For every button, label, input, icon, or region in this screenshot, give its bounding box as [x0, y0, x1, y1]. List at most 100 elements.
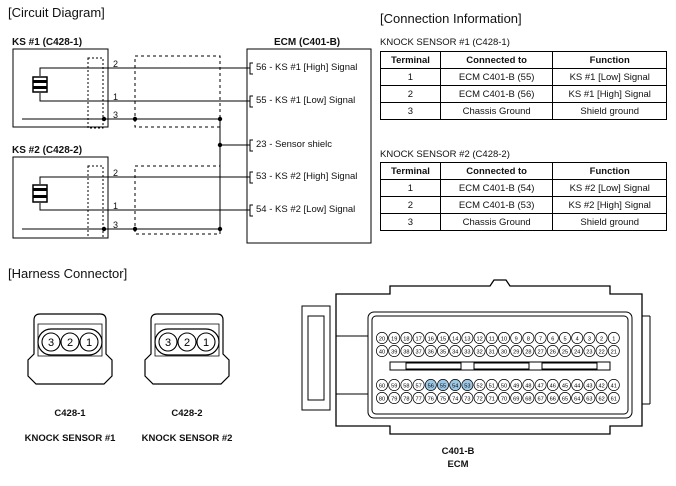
ks2-sensor-element: [32, 184, 48, 203]
ecm-pin-number: 66: [550, 396, 556, 402]
pin-2-label: 2: [184, 337, 190, 349]
pin-1-label: 1: [86, 337, 92, 349]
ecm-pin-number: 5: [563, 336, 566, 342]
ecm-pin: [498, 379, 510, 391]
ecm-pin: [400, 379, 413, 391]
ecm-pin-number: 50: [501, 383, 507, 389]
ecm-pin-number: 26: [550, 349, 556, 355]
ecm-pin: [461, 379, 474, 391]
ecm-pin: [595, 345, 608, 357]
ecm-pin: [534, 392, 547, 404]
ecm-pin-number: 59: [391, 383, 397, 389]
ecm-pin-number: 69: [513, 396, 519, 402]
ecm-pin: [473, 379, 486, 391]
ecm-pin: [424, 392, 437, 404]
ecm-pin: [498, 392, 510, 404]
ecm-box: [246, 48, 372, 244]
ecm-pin-number: 12: [476, 336, 482, 342]
ecm-pin-number: 63: [586, 396, 592, 402]
table-row: 2 ECM C401-B (56) KS #1 [High] Signal: [380, 85, 667, 103]
table-row: 3 Chassis Ground Shield ground: [380, 213, 667, 231]
table-header-row: Terminal Connected to Function: [380, 51, 667, 69]
ecm-pin-number: 51: [489, 383, 495, 389]
ecm-pin: [449, 392, 462, 404]
ecm-pin: [376, 392, 388, 404]
ecm-pin-number: 54: [452, 383, 458, 389]
ecm-pin: [388, 332, 401, 344]
ecm-label: ECM (C401-B): [274, 37, 341, 48]
ecm-pin-number: 43: [586, 383, 592, 389]
table-cell: 3: [380, 213, 441, 231]
ecm-pin: [583, 392, 596, 404]
circuit-diagram: [12, 48, 372, 244]
ecm-pin: [400, 345, 413, 357]
ecm-pin: [473, 332, 486, 344]
table-cell: KS #1 [Low] Signal: [552, 68, 667, 86]
ecm-pin-number: 21: [611, 349, 617, 355]
ecm-pin-number: 61: [611, 396, 617, 402]
ecm-pin: [473, 392, 486, 404]
ks2-pin-1: 1: [113, 201, 119, 211]
ecm-pin-number: 38: [403, 349, 409, 355]
ecm-pin-number: 7: [539, 336, 542, 342]
ecm-pin-number: 52: [476, 383, 482, 389]
ecm-pin-number: 79: [391, 396, 397, 402]
ecm-pin: [400, 392, 413, 404]
ecm-pin: [424, 332, 437, 344]
ecm-pin: [510, 392, 523, 404]
table-row: 3 Chassis Ground Shield ground: [380, 102, 667, 120]
ecm-pin: [583, 345, 596, 357]
ecm-pin: [485, 379, 498, 391]
table-cell: 2: [380, 196, 441, 214]
ecm-pin: [510, 332, 523, 344]
ecm-pin: [437, 332, 449, 344]
ecm-pin-number: 4: [576, 336, 579, 342]
ecm-pin: [461, 332, 474, 344]
ecm-pin-number: 77: [415, 396, 421, 402]
ecm-pin: [498, 345, 510, 357]
table-cell: Shield ground: [552, 102, 667, 120]
ecm-pin-number: 73: [464, 396, 470, 402]
pin-3-label: 3: [48, 337, 54, 349]
ecm-pin: [607, 379, 620, 391]
ecm-pin-number: 31: [489, 349, 495, 355]
table-cell: Chassis Ground: [439, 213, 554, 231]
table-row: 1 ECM C401-B (54) KS #2 [Low] Signal: [380, 179, 667, 197]
ecm-pin-number: 15: [440, 336, 446, 342]
c428-2-connector: 3 2 1: [144, 313, 230, 385]
ecm-signal-53: 53 - KS #2 [High] Signal: [256, 171, 358, 182]
ecm-pin: [534, 379, 547, 391]
ecm-pin: [571, 392, 584, 404]
ecm-pin: [546, 332, 559, 344]
ecm-pin-number: 44: [574, 383, 580, 389]
ecm-pin: [559, 345, 571, 357]
table-cell: 1: [380, 68, 441, 86]
ecm-pin-number: 28: [525, 349, 531, 355]
ks2-pin-3: 3: [113, 220, 119, 230]
ks1-pin-1: 1: [113, 92, 119, 102]
ecm-pin: [546, 379, 559, 391]
ecm-pin: [449, 345, 462, 357]
ecm-pin: [595, 332, 608, 344]
pin-2-label: 2: [67, 337, 73, 349]
ecm-pin-number: 23: [586, 349, 592, 355]
ecm-pin: [412, 332, 425, 344]
table-cell: ECM C401-B (54): [439, 179, 554, 197]
ecm-pin: [571, 332, 584, 344]
table-cell: ECM C401-B (55): [439, 68, 554, 86]
ecm-pin: [522, 392, 535, 404]
ecm-pin: [376, 345, 388, 357]
ecm-pin-number: 75: [440, 396, 446, 402]
ks2-connection-table: Terminal Connected to Function 1 ECM C40…: [380, 162, 667, 231]
ecm-pin-number: 33: [464, 349, 470, 355]
ecm-pin-number: 57: [415, 383, 421, 389]
ecm-signal-23: 23 - Sensor shielc: [256, 139, 333, 150]
ecm-pin-number: 39: [391, 349, 397, 355]
ecm-pin-number: 53: [464, 383, 470, 389]
ks2-label: KS #2 (C428-2): [12, 145, 83, 156]
ecm-pin-number: 48: [525, 383, 531, 389]
ecm-pin: [388, 379, 401, 391]
table-header-row: Terminal Connected to Function: [380, 162, 667, 180]
table-header: Function: [552, 162, 667, 180]
c428-1-name: C428-1: [54, 408, 86, 419]
